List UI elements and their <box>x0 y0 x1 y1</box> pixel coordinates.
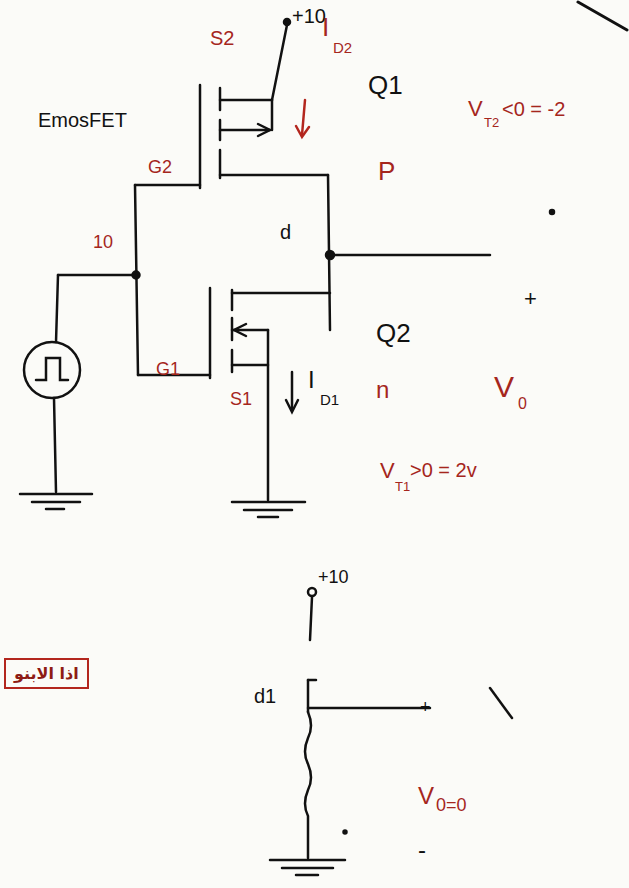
input-level: 10 <box>93 233 113 251</box>
polarity-mark: - <box>418 838 426 862</box>
current-subscript: D2 <box>333 40 352 55</box>
current-label: I <box>308 368 315 392</box>
output-label: V <box>494 372 514 402</box>
output-subscript: 0 <box>518 396 527 412</box>
threshold-subscript: T1 <box>395 480 410 493</box>
threshold-value: <0 = -2 <box>502 99 565 119</box>
drain-label: d1 <box>254 686 276 706</box>
note-text: اذا الابنو <box>14 664 79 683</box>
drain-label: d <box>280 222 291 242</box>
threshold-label: V <box>380 460 395 482</box>
polarity-mark: + <box>420 698 431 716</box>
supply-label: +10 <box>318 568 349 586</box>
transistor-label: Q1 <box>368 72 403 98</box>
transistor-label: Q2 <box>376 320 411 346</box>
current-subscript: D1 <box>320 392 339 407</box>
note-box: اذا الابنو <box>4 658 89 689</box>
device-type: EmosFET <box>38 110 127 130</box>
polarity-mark: + <box>524 288 537 310</box>
current-label: I <box>322 14 329 40</box>
threshold-subscript: T2 <box>484 116 499 129</box>
output-label: V <box>418 784 434 808</box>
threshold-value: >0 = 2v <box>410 460 477 480</box>
source-label: S2 <box>210 28 234 48</box>
source-label: S1 <box>230 390 252 408</box>
output-value: 0=0 <box>436 796 467 814</box>
threshold-label: V <box>468 98 483 120</box>
supply-label: +10 <box>292 6 326 26</box>
channel-type: P <box>378 158 395 184</box>
gate-label: G2 <box>148 158 172 176</box>
gate-label: G1 <box>156 360 180 378</box>
channel-type: n <box>376 378 389 402</box>
